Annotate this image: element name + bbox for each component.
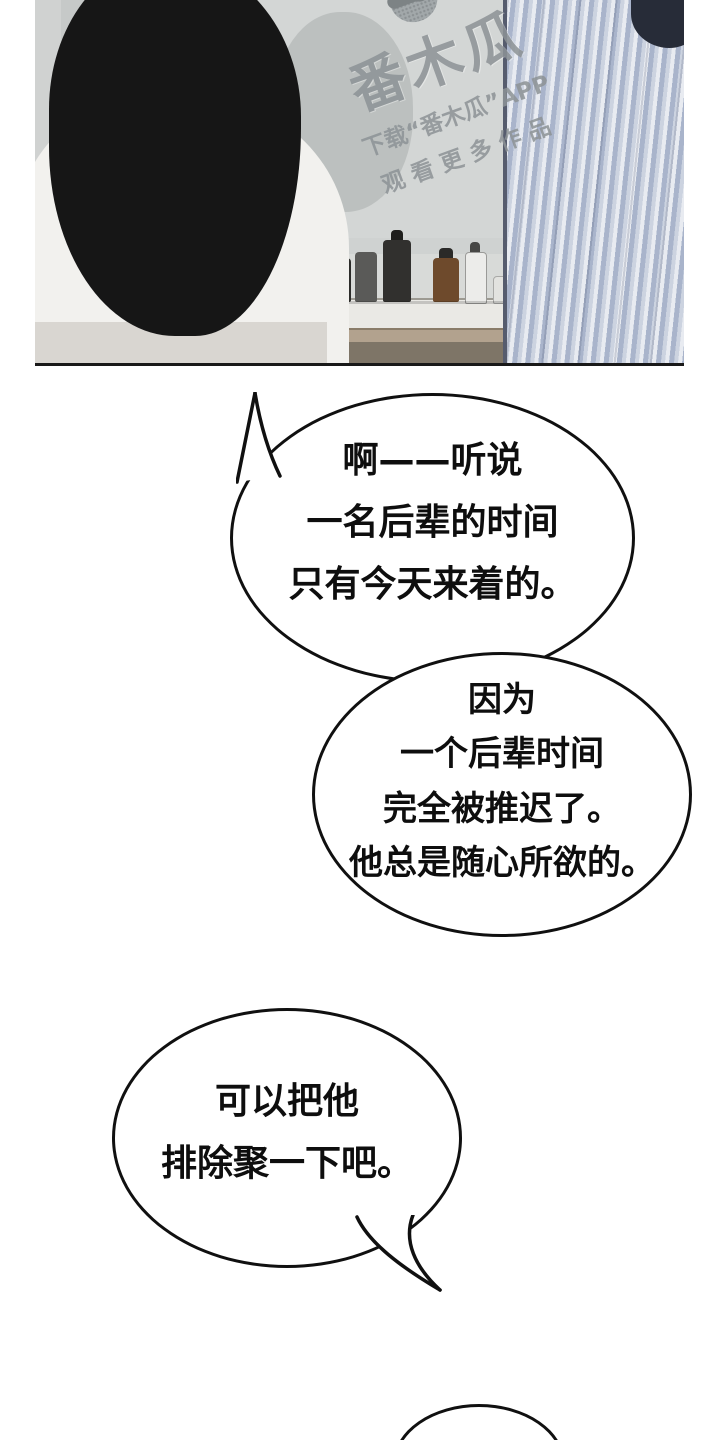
bottle-cap <box>439 248 453 260</box>
jacket-contour <box>503 0 507 363</box>
brown-bottle <box>433 258 459 302</box>
speech-text-line: 他总是随心所欲的。 <box>349 842 655 883</box>
woman-hair <box>49 0 301 336</box>
speech-text-line: 一名后辈的时间 <box>306 502 559 544</box>
speech-bubble-1: 啊——听说 一名后辈的时间 只有今天来着的。 <box>230 393 635 683</box>
comic-panel: 番木瓜 下载“番木瓜”APP 观看更多作品 <box>35 0 684 366</box>
speech-text-line: 因为 <box>468 679 536 720</box>
speech-text-line: 排除聚一下吧。 <box>160 1143 413 1184</box>
speech-bubble-3-tail <box>355 1215 442 1292</box>
cosmetic-bottle <box>383 240 411 302</box>
speech-text-line: 一个后辈时间 <box>400 734 604 775</box>
pump-bottle <box>465 252 487 304</box>
cosmetic-bottle <box>355 252 377 302</box>
man-striped-jacket <box>507 0 684 363</box>
speech-text-line: 可以把他 <box>214 1081 359 1123</box>
speech-text-line: 完全被推迟了。 <box>383 788 621 829</box>
bottle-cap <box>391 230 403 242</box>
pump-cap <box>470 242 480 254</box>
speech-bubble-1-tail <box>236 392 282 484</box>
speech-text-line: 啊——听说 <box>342 440 523 482</box>
speech-bubble-2: 因为 一个后辈时间 完全被推迟了。 他总是随心所欲的。 <box>312 652 692 937</box>
speech-bubble-4-partial <box>393 1404 565 1440</box>
speech-text-line: 只有今天来着的。 <box>288 563 577 605</box>
items-shadow <box>275 301 587 304</box>
